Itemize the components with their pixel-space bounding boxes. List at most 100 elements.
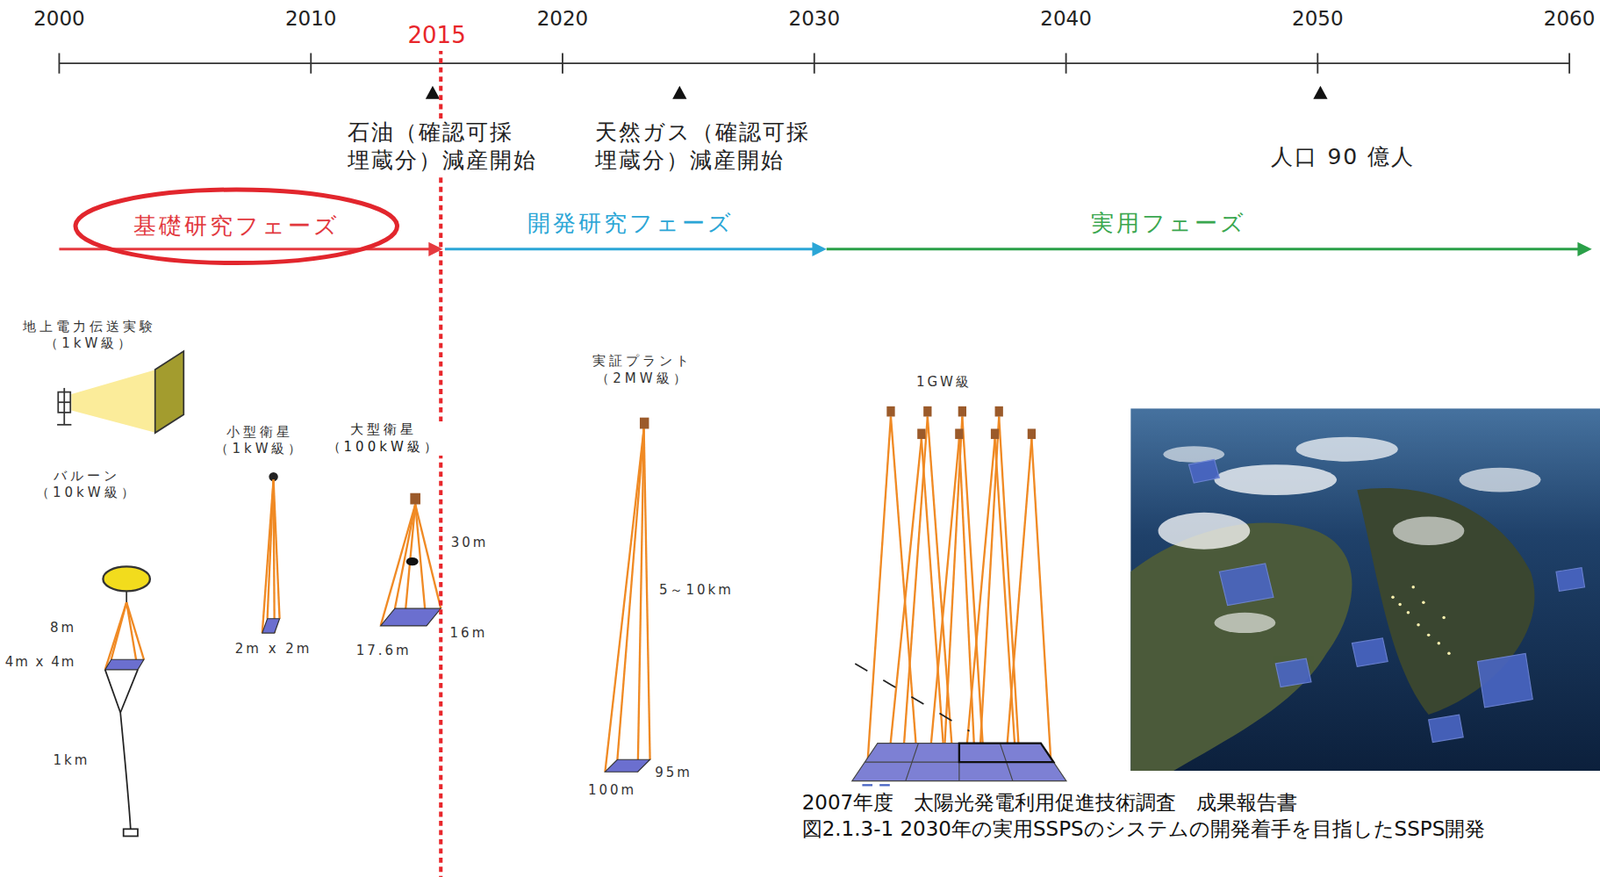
dimension-label: 17.6m	[355, 642, 413, 661]
cloud	[1162, 445, 1225, 463]
figure-title: 大型衛星 （100kW級）	[316, 421, 451, 456]
figure-title: 実証プラント （2MW級）	[582, 352, 704, 388]
phase-arrow-line	[444, 247, 815, 251]
city-light	[1416, 623, 1420, 626]
city-light	[1442, 616, 1445, 619]
phase-label: 開発研究フェーズ	[526, 208, 735, 239]
beam-line	[111, 602, 127, 660]
cloud	[1392, 516, 1464, 546]
beam-line	[887, 438, 921, 771]
orbiting-panel	[1219, 563, 1274, 606]
axis-tick	[1316, 52, 1319, 73]
beam-line	[1031, 438, 1051, 764]
orbiting-panel	[1556, 567, 1586, 592]
solar-panel	[262, 618, 280, 633]
beam-line	[126, 602, 144, 660]
receiving-grid	[852, 743, 1067, 782]
microwave-beam	[71, 369, 156, 433]
balloon	[102, 566, 150, 591]
cloud	[1214, 612, 1277, 633]
antenna-symbol	[63, 387, 65, 425]
dimension-label: 5～10km	[658, 581, 735, 600]
phase-arrow-head	[811, 242, 826, 257]
beam-line	[415, 504, 427, 626]
satellite	[409, 493, 421, 505]
figure-title: 小型衛星 （1kW級）	[206, 423, 314, 459]
beam-line	[928, 438, 960, 771]
beam-line	[867, 416, 891, 766]
figure-caption: 図2.1.3-1 2030年の実用SSPSのシステムの開発着手を目指したSSPS…	[801, 816, 1487, 843]
figure-title: バルーン （10kW級）	[26, 467, 147, 503]
dimension-label: 95m	[653, 764, 694, 783]
city-light	[1447, 652, 1450, 655]
cloud	[1214, 464, 1338, 496]
antenna-symbol	[57, 423, 72, 426]
axis-tick	[309, 52, 312, 73]
dimension-label: 1km	[51, 752, 91, 770]
earth-photo	[1130, 408, 1600, 771]
orbiting-panel	[1428, 714, 1464, 742]
phase-arrow-line	[826, 247, 1580, 251]
solar-panel	[380, 608, 442, 626]
dimension-label: 30m	[450, 534, 490, 553]
beam-line	[262, 480, 274, 633]
current-year-label: 2015	[407, 21, 467, 51]
city-light	[1427, 633, 1430, 637]
tether-line	[105, 669, 121, 713]
blue-mark	[861, 783, 873, 786]
axis-tick	[813, 52, 816, 73]
receiver-panel	[155, 351, 185, 433]
source-note: 2007年度 太陽光発電利用促進技術調査 成果報告書	[801, 789, 1299, 817]
satellite	[990, 428, 999, 439]
satellite	[917, 428, 926, 439]
satellite	[923, 406, 932, 417]
figure-title: 地上電力伝送実験 （1kW級）	[13, 318, 167, 353]
satellite	[886, 406, 895, 417]
beam-line	[267, 480, 274, 619]
satellite	[639, 417, 649, 430]
orbiting-panel	[1188, 459, 1220, 483]
satellite	[958, 406, 967, 417]
tether-line	[120, 669, 138, 713]
cloud	[1459, 467, 1542, 493]
axis-tick	[58, 52, 61, 73]
phase-arrow-head	[1577, 242, 1592, 257]
phase-highlight-ellipse: 基礎研究フェーズ	[72, 186, 401, 266]
cloud	[1296, 437, 1399, 462]
dashed-guide	[854, 663, 969, 732]
beam-line	[604, 428, 644, 772]
axis-tick	[1065, 52, 1068, 73]
axis-tick	[561, 52, 564, 73]
event-marker	[672, 86, 687, 100]
grid-highlight	[959, 743, 1055, 763]
year-label: 2050	[1291, 6, 1345, 33]
year-label: 2030	[788, 6, 842, 33]
city-light	[1398, 602, 1401, 606]
solar-panel	[604, 759, 650, 772]
cloud	[1158, 512, 1251, 550]
phase-label: 実用フェーズ	[1090, 208, 1248, 239]
beam-line	[617, 428, 644, 760]
satellite	[1027, 428, 1036, 439]
ground-station	[123, 828, 138, 836]
beam-line	[964, 438, 996, 774]
beam-line	[943, 416, 962, 761]
event-note: 天然ガス（確認可採 埋蔵分）減産開始	[594, 118, 838, 176]
satellite	[995, 406, 1004, 417]
solar-panel	[105, 659, 144, 670]
dimension-label: 16m	[449, 624, 489, 643]
beam-line	[638, 428, 645, 772]
event-note: 石油（確認可採 埋蔵分）減産開始	[346, 118, 564, 176]
event-note: 人口 90 億人	[1269, 143, 1416, 173]
city-light	[1406, 610, 1410, 614]
dimension-label: 2m x 2m	[234, 640, 314, 659]
satellite	[954, 428, 963, 439]
figure-title: 1GW級	[915, 373, 973, 392]
beam-line	[644, 428, 651, 760]
city-light	[1391, 595, 1394, 599]
balloon-cord	[125, 590, 128, 603]
orbiting-panel	[1477, 652, 1533, 708]
city-light	[1421, 600, 1425, 603]
year-label: 2060	[1542, 6, 1597, 33]
